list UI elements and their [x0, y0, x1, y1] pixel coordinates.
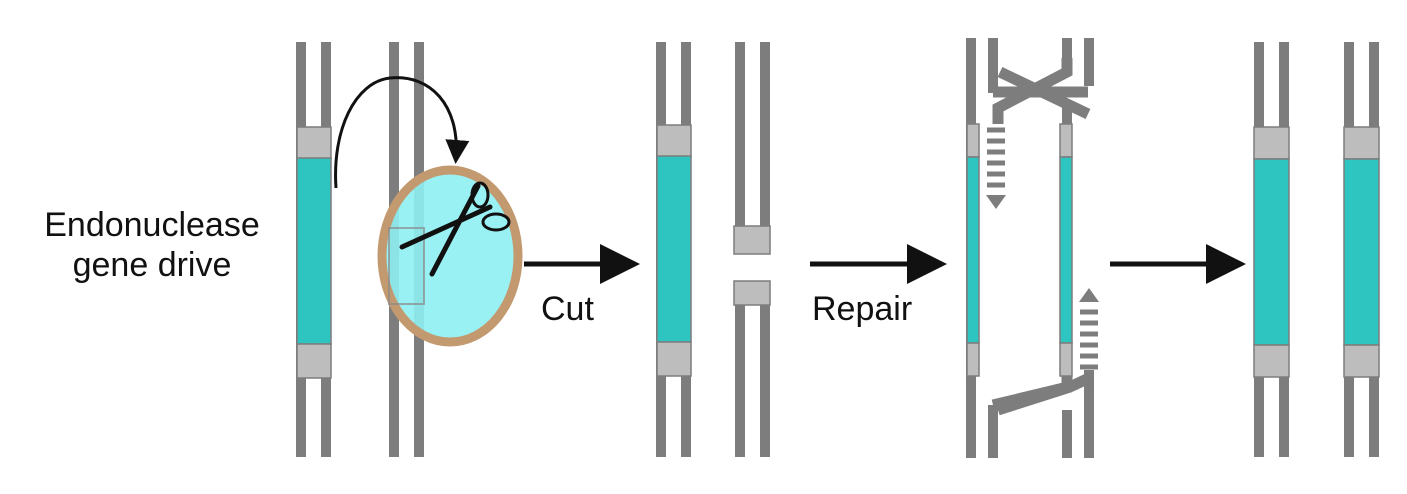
flank-bottom	[1343, 344, 1380, 378]
strand	[988, 38, 998, 93]
enzyme-body	[377, 165, 523, 347]
flank-bottom	[966, 342, 980, 377]
endonuclease-enzyme	[377, 165, 523, 347]
step-label-repair: Repair	[812, 290, 913, 328]
cut-chromosome	[733, 42, 771, 457]
strand	[1062, 100, 1072, 124]
drive-cassette	[966, 156, 980, 344]
flank-top	[296, 126, 332, 160]
strand	[760, 42, 770, 254]
drive-cassette	[1253, 158, 1290, 346]
strand	[1084, 38, 1094, 86]
strand	[735, 281, 745, 457]
scissors-icon	[399, 181, 511, 277]
flank-top	[966, 123, 980, 158]
drive-cassette	[1343, 158, 1380, 346]
strand	[760, 281, 770, 457]
strand	[1062, 38, 1072, 58]
flank-top	[1059, 123, 1073, 158]
target-site	[388, 227, 425, 305]
strand	[735, 42, 745, 254]
synthesis-arrow-down	[987, 127, 1005, 188]
strand	[1062, 410, 1072, 458]
strand	[1084, 370, 1094, 458]
flank-bottom	[656, 341, 692, 377]
diagram-title: Endonuclease gene drive	[14, 205, 290, 285]
arrowhead-down	[986, 195, 1006, 209]
flank-top	[1253, 126, 1290, 160]
drive-cassette	[296, 157, 332, 345]
step-label-cut: Cut	[541, 290, 594, 328]
synthesis-arrow-up	[1080, 309, 1098, 370]
homozygous-drive-left	[1253, 42, 1290, 457]
flank-top	[656, 124, 692, 158]
title-line-1: Endonuclease	[44, 206, 260, 244]
homozygous-drive-right	[1343, 42, 1380, 457]
title-line-2: gene drive	[72, 246, 232, 284]
flank-bottom	[1059, 342, 1073, 377]
drive-chromosome	[296, 42, 332, 457]
strand	[988, 405, 998, 458]
flank-bottom	[296, 343, 332, 379]
drive-cassette	[656, 155, 692, 343]
copied-cassette	[1059, 156, 1073, 344]
arrowhead-up	[1079, 288, 1099, 302]
break-end-bottom	[733, 280, 771, 306]
break-end-top	[733, 225, 771, 255]
flank-top	[1343, 126, 1380, 160]
expression-arrow	[334, 76, 470, 189]
repair-template	[966, 38, 1099, 458]
flank-bottom	[1253, 344, 1290, 378]
drive-chromosome-2	[656, 42, 692, 457]
